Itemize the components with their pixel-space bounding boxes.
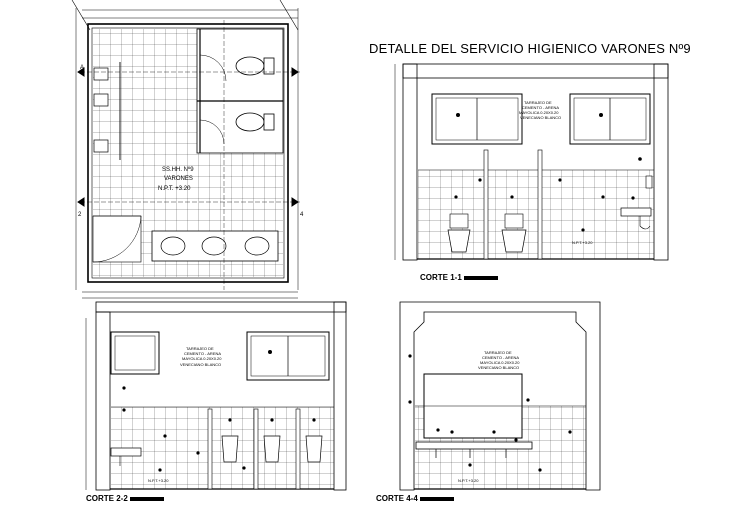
drawing-title: DETALLE DEL SERVICIO HIGIENICO VARONES N… (369, 41, 691, 56)
finish-note-line-3: MAYOLICA 0.20X0.20 (519, 110, 559, 115)
finish-note-2-line-4: VENECIANO BLANCO (180, 362, 221, 367)
section-label-4-4: CORTE 4-4 (376, 494, 454, 503)
section-2-2-notes: TARRAJEO DE CEMENTO - ARENA MAYOLICA 0.2… (148, 346, 222, 483)
section-4-4-notes: TARRAJEO DE CEMENTO - ARENA MAYOLICA 0.2… (458, 350, 520, 483)
section-1-1 (394, 63, 669, 261)
plan-room-name: SS.HH. Nº9 (162, 166, 194, 173)
section-label-2-2: CORTE 2-2 (86, 494, 164, 503)
plan-room-sub: VARONES (164, 176, 193, 182)
finish-note-4-line-4: VENECIANO BLANCO (478, 365, 519, 370)
finish-note-line-4: VENECIANO BLANCO (520, 115, 561, 120)
level-note-2: N.P.T.+3.20 (148, 478, 169, 483)
section-1-1-notes: TARRAJEO DE CEMENTO - ARENA MAYOLICA 0.2… (519, 100, 593, 245)
section-2-2 (85, 301, 347, 491)
axis-marker-4: 4 (300, 212, 304, 218)
level-note-1: N.P.T.+3.20 (572, 240, 593, 245)
section-underline-1 (463, 275, 498, 280)
plan-level: N.P.T. +3.20 (158, 186, 191, 192)
finish-note-2-line-3: MAYOLICA 0.20X0.20 (182, 356, 222, 361)
section-underline-4 (419, 496, 454, 501)
plan-labels: SS.HH. Nº9 VARONES N.P.T. +3.20 A 4 2 (78, 65, 304, 218)
axis-marker-a: A (80, 65, 84, 71)
section-label-1-1-text: CORTE 1-1 (420, 273, 462, 282)
finish-note-line-2: CEMENTO - ARENA (522, 105, 559, 110)
section-4-4 (399, 301, 601, 491)
plan-view (71, 0, 300, 299)
finish-note-4-line-3: MAYOLICA 0.20X0.20 (480, 360, 520, 365)
finish-note-4-line-2: CEMENTO - ARENA (482, 355, 519, 360)
section-label-2-2-text: CORTE 2-2 (86, 494, 128, 503)
section-label-4-4-text: CORTE 4-4 (376, 494, 418, 503)
finish-note-2-line-2: CEMENTO - ARENA (184, 351, 221, 356)
finish-note-line-1: TARRAJEO DE (524, 100, 552, 105)
level-note-4: N.P.T.+3.20 (458, 478, 479, 483)
axis-marker-2: 2 (78, 212, 82, 218)
finish-note-2-line-1: TARRAJEO DE (186, 346, 214, 351)
section-label-1-1: CORTE 1-1 (420, 273, 498, 282)
section-underline-2 (129, 496, 164, 501)
finish-note-4-line-1: TARRAJEO DE (484, 350, 512, 355)
